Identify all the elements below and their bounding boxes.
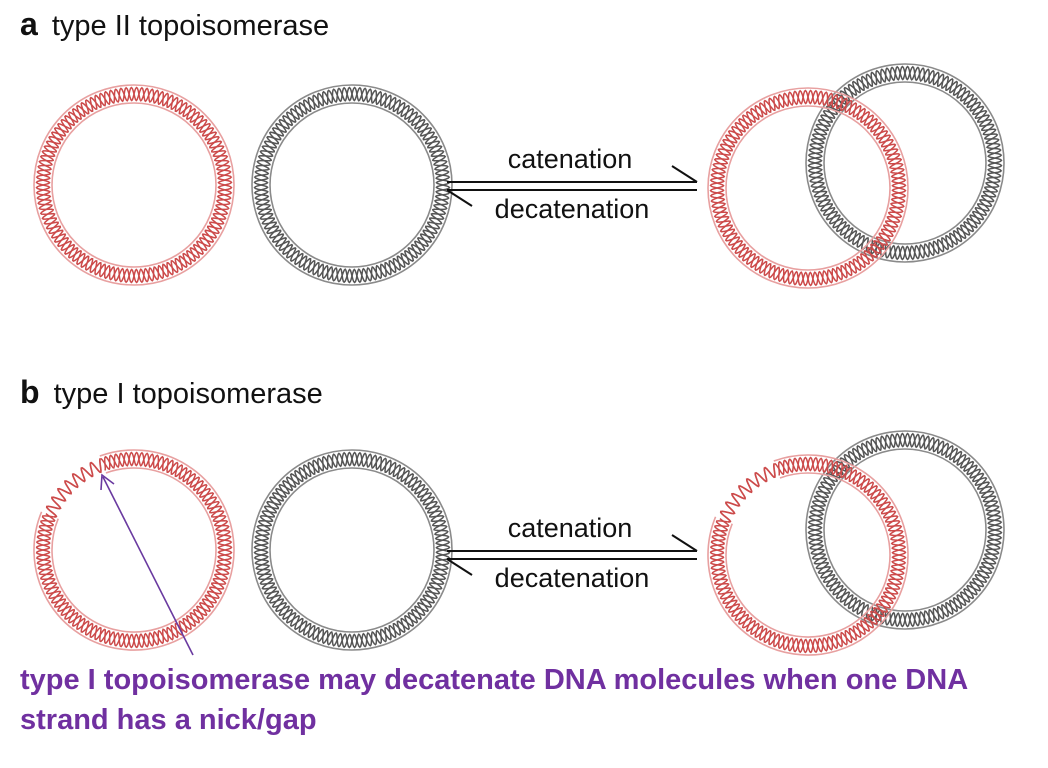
panel-a-equilibrium-arrow: catenation decatenation xyxy=(446,144,698,224)
panel-b-letter: b xyxy=(20,374,40,410)
panel-b-title: b type I topoisomerase xyxy=(20,374,323,411)
panel-b-forward-arrowhead xyxy=(671,534,698,552)
nick-annotation: type I topoisomerase may decatenate DNA … xyxy=(20,664,968,736)
panel-b-nicked-red-dna-ring xyxy=(33,449,235,651)
panel-b-reverse-arrowhead xyxy=(446,558,473,576)
equilibrium-arrows: catenation decatenation catenation decatena… xyxy=(446,144,698,593)
panel-a-gray-dna-ring xyxy=(251,84,453,286)
panel-a-catenation-label: catenation xyxy=(508,144,633,174)
panel-a-letter: a xyxy=(20,6,38,42)
panel-b-catenation-label: catenation xyxy=(508,513,633,543)
panel-b-equilibrium-arrow: catenation decatenation xyxy=(446,513,698,593)
nick-pointer xyxy=(100,473,194,656)
panel-a-title: a type II topoisomerase xyxy=(20,6,329,43)
panel-b-gray-dna-ring xyxy=(251,449,453,651)
panel-b-catenated-gray-ring xyxy=(805,430,1005,630)
panel-a-red-dna-ring xyxy=(33,84,235,286)
panel-b-title-text: type I topoisomerase xyxy=(53,378,323,410)
panel-a-catenated-gray-ring xyxy=(805,63,1005,263)
panel-b-catenated-nicked-red-ring xyxy=(707,454,909,656)
nick-pointer-line xyxy=(102,476,194,656)
panel-a-forward-arrowhead xyxy=(671,165,698,183)
dna-rings xyxy=(33,63,1005,656)
panel-a-reverse-arrowhead xyxy=(446,189,473,207)
panel-a-title-text: type II topoisomerase xyxy=(51,10,330,42)
panel-a-decatenation-label: decatenation xyxy=(495,194,650,224)
panel-b-decatenation-label: decatenation xyxy=(495,563,650,593)
nick-pointer-arrowhead xyxy=(100,473,115,491)
panel-a-catenated-red-ring xyxy=(707,87,909,289)
